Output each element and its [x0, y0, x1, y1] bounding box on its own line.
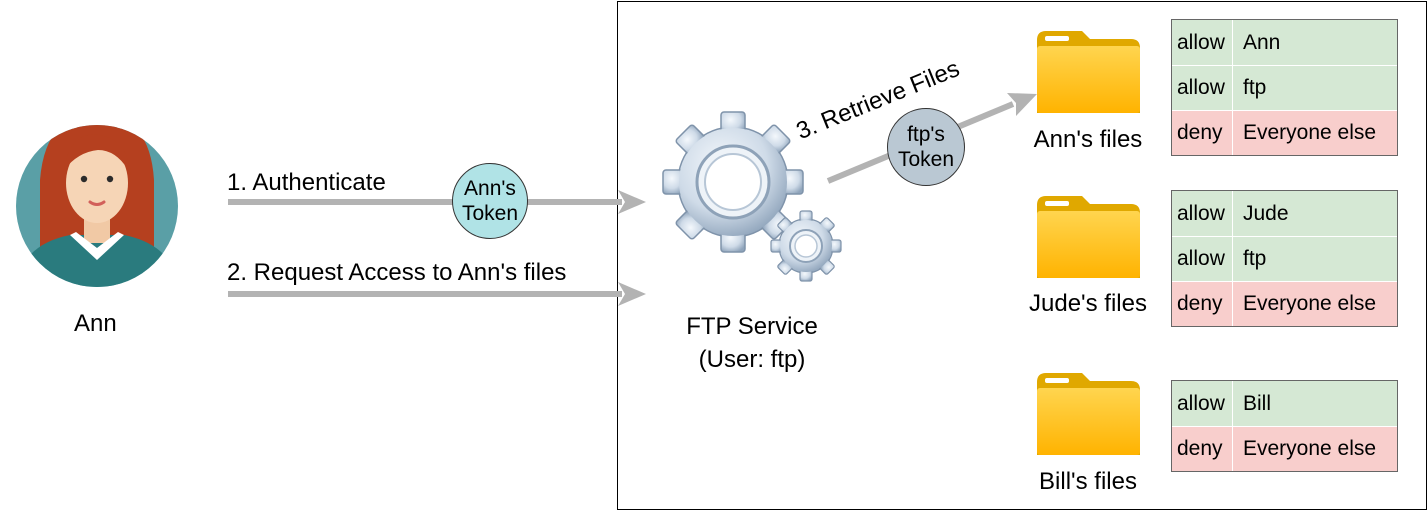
acl-action: allow [1172, 237, 1233, 281]
authenticate-arrow [228, 190, 646, 214]
user-name: Ann [74, 310, 117, 337]
acl-principal: Everyone else [1243, 121, 1377, 144]
service-label: FTP Service (User: ftp) [652, 310, 852, 376]
service-user: (User: ftp) [698, 346, 806, 373]
acl-action: deny [1172, 282, 1233, 326]
acl-principal: Everyone else [1243, 437, 1377, 460]
acl-action: deny [1172, 111, 1233, 155]
acl-row: allow Jude [1172, 191, 1397, 236]
folder-icon [1037, 31, 1140, 113]
acl-principal: Bill [1243, 391, 1272, 415]
acl-row: allow ftp [1172, 65, 1397, 110]
folder-label: Ann's files [1033, 126, 1143, 153]
acl-row: deny Everyone else [1172, 281, 1397, 326]
ftp-token-line1: ftp's [907, 123, 945, 146]
request-arrow [228, 282, 646, 306]
acl-action: allow [1172, 20, 1233, 65]
acl-row: deny Everyone else [1172, 110, 1397, 155]
user-avatar-icon [16, 125, 178, 287]
acl-table: allow Jude allow ftp deny Everyone else [1171, 190, 1398, 327]
acl-action: deny [1172, 427, 1233, 471]
acl-action: allow [1172, 191, 1233, 236]
acl-row: deny Everyone else [1172, 426, 1397, 471]
acl-principal: ftp [1243, 76, 1267, 99]
acl-action: allow [1172, 381, 1233, 426]
folder-label: Jude's files [1029, 290, 1147, 317]
step-authenticate-label: 1. Authenticate [227, 169, 386, 196]
acl-row: allow Bill [1172, 381, 1397, 426]
acl-principal: Everyone else [1243, 292, 1377, 315]
ftp-token-line2: Token [897, 148, 955, 171]
ann-token-line2: Token [461, 202, 519, 225]
folder-icon [1037, 196, 1140, 278]
acl-table: allow Ann allow ftp deny Everyone else [1171, 19, 1398, 156]
acl-principal: Ann [1243, 30, 1281, 54]
ann-token-line1: Ann's [464, 177, 516, 200]
acl-row: allow ftp [1172, 236, 1397, 281]
acl-principal: ftp [1243, 247, 1267, 270]
step-request-label: 2. Request Access to Ann's files [227, 259, 567, 286]
acl-row: allow Ann [1172, 20, 1397, 65]
acl-action: allow [1172, 66, 1233, 110]
acl-table: allow Bill deny Everyone else [1171, 380, 1398, 472]
folder-label: Bill's files [1039, 468, 1137, 495]
folder-icon [1037, 373, 1140, 455]
gears-icon [662, 111, 842, 282]
service-name: FTP Service [686, 313, 818, 340]
server-boundary [617, 1, 1427, 510]
acl-principal: Jude [1243, 201, 1289, 225]
